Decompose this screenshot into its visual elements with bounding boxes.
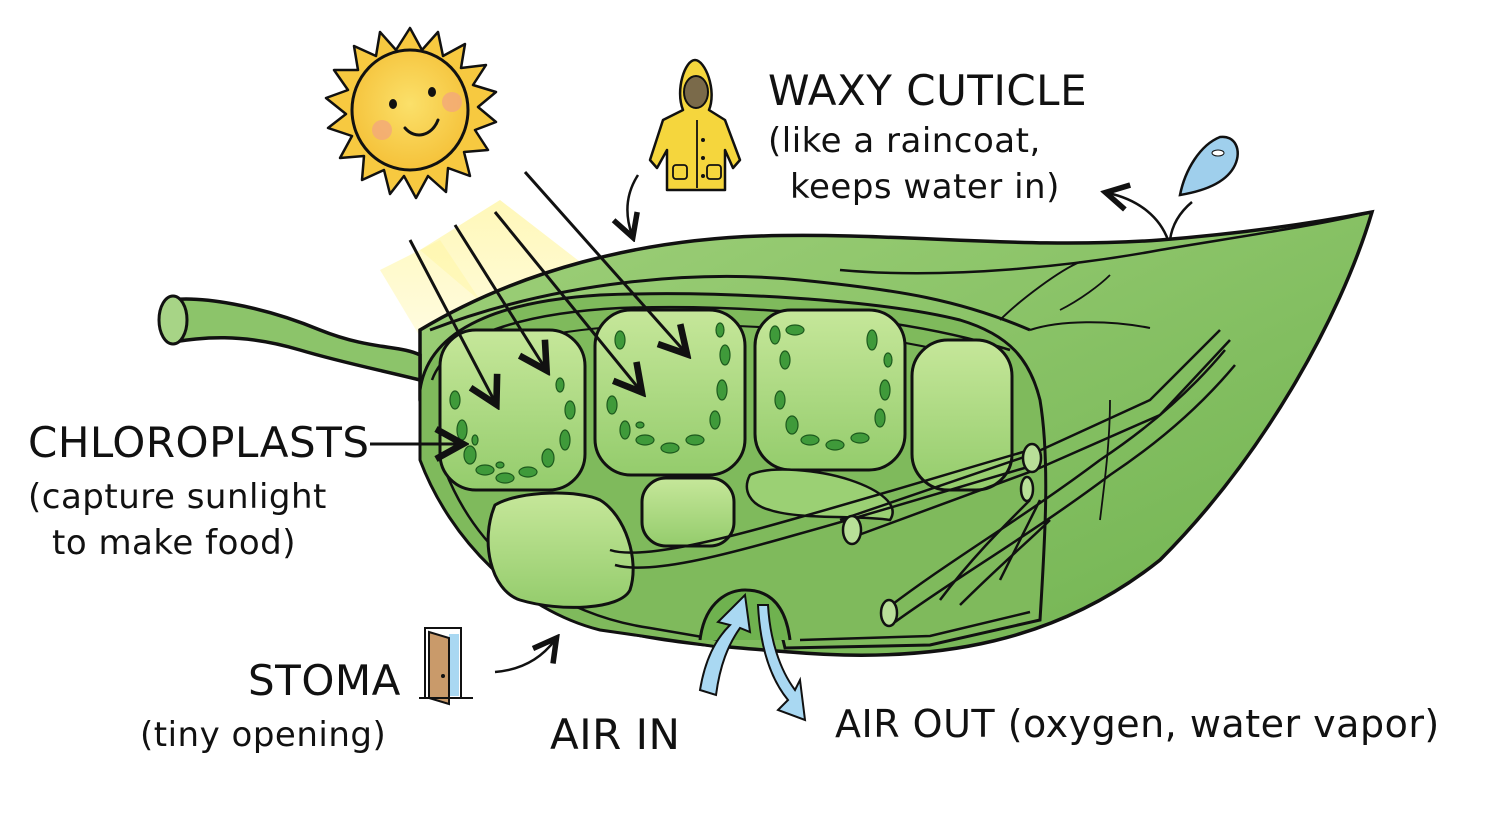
chloroplasts [449,322,893,484]
leaf-stem [157,294,422,383]
stoma-pointer-arrow [494,640,555,674]
sun-icon [324,26,498,200]
stoma-title: STOMA [248,656,401,705]
waxy-cuticle-title: WAXY CUTICLE [768,66,1088,115]
water-drop-icon [1178,135,1239,197]
water-bounce-arrow [1108,193,1170,241]
air-out-arrow [756,604,807,722]
chloroplasts-title: CHLOROPLASTS [28,418,370,467]
water-bounce-line [1168,201,1193,241]
stoma-line1: (tiny opening) [140,715,387,755]
air-out-label: AIR OUT (oxygen, water vapor) [835,702,1440,746]
cuticle-pointer-arrow [627,174,638,235]
chloroplasts-line1: (capture sunlight [28,477,327,517]
chloroplasts-line2: to make food) [52,523,297,563]
spongy-cells [486,468,894,609]
waxy-cuticle-line2: keeps water in) [790,167,1060,207]
vascular-bundles [609,329,1236,624]
door-icon [419,627,473,706]
waxy-cuticle-line1: (like a raincoat, [768,121,1041,161]
air-in-arrow [698,592,752,697]
vein-tube-ends [841,442,1043,628]
air-in-label: AIR IN [550,710,681,759]
raincoat-icon [648,58,742,192]
sunlight-arrows [408,171,685,402]
